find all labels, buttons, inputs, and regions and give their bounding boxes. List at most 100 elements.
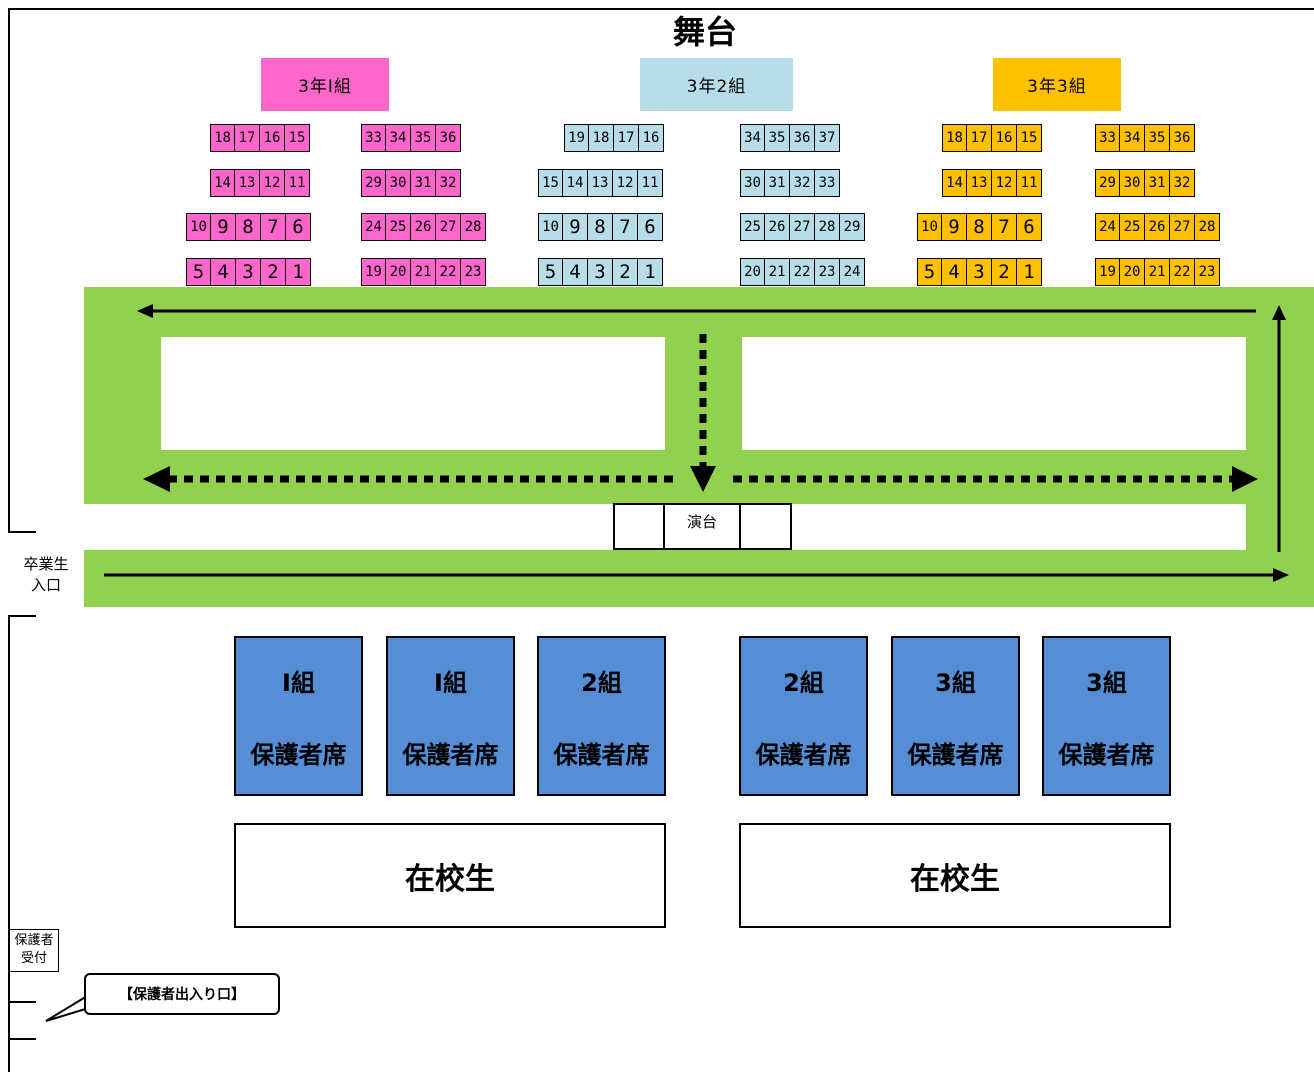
seat-cell: 33 — [1095, 124, 1120, 152]
seat-cell: 13 — [235, 169, 260, 197]
seat-cell: 3 — [588, 258, 613, 286]
seat-cell: 6 — [1017, 213, 1042, 241]
seat-cell: 7 — [261, 213, 286, 241]
parent-seat-1: Ⅰ組 保護者席 — [234, 636, 363, 796]
seat-cell: 23 — [1195, 258, 1220, 286]
podium: 演台 — [613, 503, 792, 550]
seat-cell: 34 — [740, 124, 765, 152]
parent-entrance-callout: 【保護者出入り口】 — [84, 973, 280, 1015]
parent-reception-line1: 保護者 — [14, 933, 54, 948]
seat-cell: 1 — [286, 258, 311, 286]
seat-cell: 5 — [917, 258, 942, 286]
seat-cell: 9 — [563, 213, 588, 241]
seat-cell: 3 — [236, 258, 261, 286]
seat-cell: 8 — [588, 213, 613, 241]
seat-cell: 35 — [1145, 124, 1170, 152]
seat-cell: 32 — [790, 169, 815, 197]
seat-cell: 26 — [411, 213, 436, 241]
seat-cell: 15 — [538, 169, 563, 197]
current-students-left: 在校生 — [234, 823, 666, 928]
seat-cell: 37 — [815, 124, 840, 152]
parent-seat-class: Ⅰ組 — [434, 669, 467, 697]
seat-cell: 12 — [260, 169, 285, 197]
seat-cell: 30 — [386, 169, 411, 197]
seat-cell: 25 — [386, 213, 411, 241]
parent-door-mark-top — [8, 1001, 36, 1003]
left-wall-top — [8, 8, 10, 532]
parent-seat-label: 保護者席 — [553, 741, 650, 769]
stage-title: 舞台 — [672, 13, 737, 51]
seat-cell: 19 — [361, 258, 386, 286]
seat-cell: 28 — [1195, 213, 1220, 241]
seat-cell: 13 — [588, 169, 613, 197]
seat-cell: 2 — [992, 258, 1017, 286]
seat-cell: 24 — [840, 258, 865, 286]
seat-cell: 35 — [411, 124, 436, 152]
seat-cell: 16 — [260, 124, 285, 152]
parent-seat-class: 2組 — [783, 669, 824, 697]
class-label-1: 3年Ⅰ組 — [261, 58, 389, 111]
seat-cell: 15 — [1017, 124, 1042, 152]
current-students-right: 在校生 — [739, 823, 1171, 928]
seat-cell: 14 — [210, 169, 235, 197]
seat-cell: 21 — [411, 258, 436, 286]
parent-reception-line2: 受付 — [20, 951, 47, 966]
seat-cell: 30 — [740, 169, 765, 197]
podium-label: 演台 — [665, 503, 741, 550]
entrance-mark-bottom — [8, 615, 36, 617]
seat-cell: 26 — [765, 213, 790, 241]
seat-cell: 21 — [765, 258, 790, 286]
parent-seat-3: 2組 保護者席 — [537, 636, 666, 796]
seat-cell: 22 — [436, 258, 461, 286]
seat-cell: 26 — [1145, 213, 1170, 241]
graduate-entrance-label: 卒業生 入口 — [12, 554, 80, 596]
seat-cell: 14 — [563, 169, 588, 197]
seat-cell: 22 — [1170, 258, 1195, 286]
seat-cell: 2 — [261, 258, 286, 286]
seat-cell: 6 — [638, 213, 663, 241]
seat-cell: 12 — [992, 169, 1017, 197]
seat-cell: 29 — [361, 169, 386, 197]
seat-cell: 4 — [942, 258, 967, 286]
seat-cell: 31 — [411, 169, 436, 197]
seat-cell: 17 — [967, 124, 992, 152]
parent-seat-class: Ⅰ組 — [282, 669, 315, 697]
parent-seat-class: 2組 — [581, 669, 622, 697]
seat-cell: 27 — [1170, 213, 1195, 241]
podium-side-right — [741, 503, 792, 550]
seat-cell: 5 — [538, 258, 563, 286]
left-wall-bottom — [8, 616, 10, 1072]
seat-cell: 11 — [1017, 169, 1042, 197]
podium-side-left — [613, 503, 665, 550]
graduate-entrance-line1: 卒業生 — [23, 555, 69, 573]
seat-cell: 12 — [613, 169, 638, 197]
parent-seat-label: 保護者席 — [907, 741, 1004, 769]
seat-cell: 22 — [790, 258, 815, 286]
seat-cell: 7 — [613, 213, 638, 241]
parent-seat-label: 保護者席 — [402, 741, 499, 769]
seat-cell: 10 — [917, 213, 942, 241]
parent-door-mark-bottom — [8, 1038, 36, 1040]
seat-cell: 4 — [211, 258, 236, 286]
seat-cell: 18 — [210, 124, 235, 152]
seat-cell: 2 — [613, 258, 638, 286]
arrow-dotted-right — [733, 466, 1258, 492]
parent-seat-class: 3組 — [1086, 669, 1127, 697]
seat-cell: 25 — [740, 213, 765, 241]
walkway-bottom — [84, 550, 1314, 607]
seat-cell: 1 — [638, 258, 663, 286]
seat-cell: 10 — [186, 213, 211, 241]
